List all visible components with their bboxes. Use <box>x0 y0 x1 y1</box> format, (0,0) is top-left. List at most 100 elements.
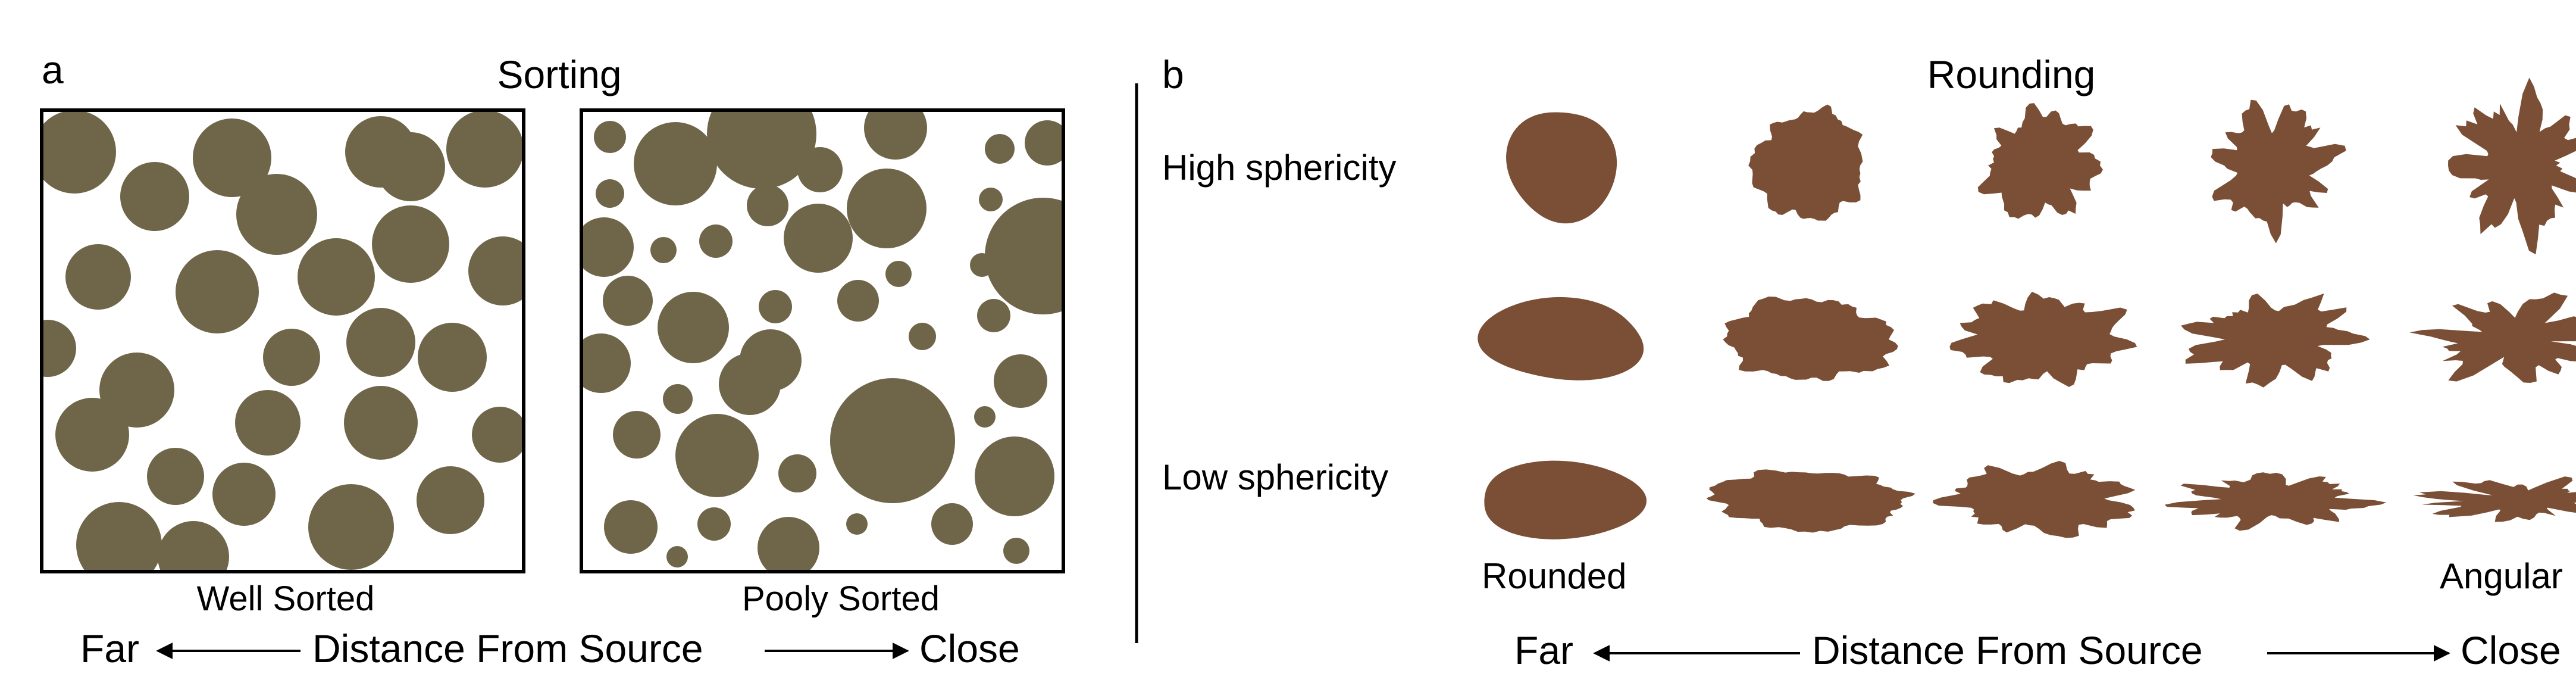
well-sorted-grain <box>417 466 484 534</box>
sorting-title: Sorting <box>497 52 621 96</box>
particle-row2-col5 <box>2409 292 2576 383</box>
well-sorted-grain <box>212 463 276 526</box>
well-sorted-grain <box>376 132 445 201</box>
panel-a: a Sorting Well Sorted Pooly Sorted Far D… <box>40 48 1065 670</box>
particle-row3-col2 <box>1706 469 1915 533</box>
well-sorted-grain <box>236 174 317 255</box>
poorly-sorted-grain <box>797 147 843 192</box>
well-sorted-grain <box>65 244 131 310</box>
particle-row3-col1 <box>1484 460 1647 539</box>
well-sorted-grain <box>446 110 524 188</box>
well-sorted-grain <box>308 484 394 570</box>
poorly-sorted-grain <box>975 436 1054 516</box>
poorly-sorted-grain <box>830 378 955 503</box>
angular-label: Angular <box>2440 556 2563 596</box>
poorly-sorted-grain <box>909 323 936 350</box>
poorly-sorted-grain <box>707 110 816 189</box>
well-sorted-grain <box>158 521 229 572</box>
well-sorted-grain <box>42 110 116 194</box>
poorly-sorted-grain <box>604 500 658 554</box>
rounded-label: Rounded <box>1482 556 1627 596</box>
well-sorted-grain <box>76 502 162 572</box>
well-sorted-grain <box>372 205 449 283</box>
particle-row1-col3 <box>1977 103 2103 219</box>
poorly-sorted-grain <box>837 280 879 322</box>
well-sorted-grain <box>346 308 415 377</box>
poorly-sorted-grain <box>747 185 788 226</box>
poorly-sorted-grain <box>675 414 759 497</box>
poorly-sorted-grain <box>847 169 927 248</box>
poorly-sorted-grain <box>977 299 1010 332</box>
well-sorted-grain <box>472 407 524 463</box>
poorly-sorted-grain <box>778 454 816 492</box>
distance-label-b: Distance From Source <box>1812 628 2203 672</box>
well-sorted-label: Well Sorted <box>197 579 375 618</box>
distance-axis-b: Far Distance From Source Close <box>1514 628 2561 672</box>
poorly-sorted-grain <box>596 179 624 208</box>
poorly-sorted-grain <box>759 290 792 323</box>
poorly-sorted-grain <box>581 217 634 277</box>
panel-b-letter: b <box>1162 52 1184 96</box>
well-sorted-grain <box>55 398 129 472</box>
well-sorted-grain <box>418 323 487 392</box>
poorly-sorted-grain <box>697 507 731 541</box>
well-sorted-grain <box>176 250 259 333</box>
particle-row2-col1 <box>1478 297 1644 381</box>
well-sorted-grain <box>263 329 320 386</box>
particle-grid <box>1478 77 2576 539</box>
close-label-a: Close <box>919 626 1020 670</box>
low-sphericity-label: Low sphericity <box>1162 457 1388 497</box>
well-sorted-grain <box>298 238 375 316</box>
poorly-sorted-grain <box>864 110 927 160</box>
panel-a-letter: a <box>42 48 64 92</box>
poorly-sorted-box <box>580 108 1065 573</box>
poorly-sorted-grain <box>994 354 1047 408</box>
particle-row3-col4 <box>2164 472 2387 531</box>
poorly-sorted-grain <box>1025 120 1063 166</box>
particle-row2-col4 <box>2181 293 2370 388</box>
poorly-sorted-grain <box>666 546 688 567</box>
rounding-title: Rounding <box>1927 52 2096 96</box>
poorly-sorted-grain <box>974 406 996 428</box>
particle-row1-col5 <box>2448 77 2576 255</box>
poorly-sorted-grain <box>1003 538 1029 564</box>
poorly-sorted-grain <box>758 517 819 572</box>
poorly-sorted-grain <box>581 333 631 393</box>
distance-label-a: Distance From Source <box>312 626 703 670</box>
poorly-sorted-grain <box>663 384 693 414</box>
poorly-sorted-grain <box>650 237 677 263</box>
particle-row1-col1 <box>1506 112 1617 224</box>
poorly-sorted-grain <box>603 276 653 326</box>
particle-row1-col2 <box>1748 104 1863 221</box>
well-sorted-grain <box>344 386 418 460</box>
poorly-sorted-grain <box>931 503 973 545</box>
poorly-sorted-grain <box>784 204 853 273</box>
particle-row2-col3 <box>1949 291 2137 387</box>
poorly-sorted-grain <box>970 253 994 277</box>
poorly-sorted-grain <box>719 353 781 415</box>
close-label-b: Close <box>2461 628 2561 672</box>
particle-row3-col3 <box>1933 461 2136 538</box>
particle-row2-col2 <box>1723 297 1898 381</box>
particle-row3-col5 <box>2413 476 2576 522</box>
distance-axis-a: Far Distance From Source Close <box>80 626 1020 670</box>
poorly-sorted-grain <box>985 198 1063 314</box>
panel-b: b Rounding High sphericity Low sphericit… <box>1162 52 2576 672</box>
well-sorted-grain <box>42 320 76 377</box>
poorly-sorted-grain <box>699 224 733 258</box>
well-sorted-box <box>40 108 525 573</box>
far-label-a: Far <box>80 626 139 670</box>
well-sorted-grain <box>235 390 301 456</box>
poorly-sorted-grain <box>885 261 912 287</box>
well-sorted-grain <box>120 162 189 231</box>
poorly-sorted-grain <box>613 411 661 459</box>
poorly-sorted-grain <box>985 134 1015 164</box>
poorly-sorted-grain <box>658 292 729 363</box>
poorly-sorted-grain <box>979 188 1003 211</box>
high-sphericity-label: High sphericity <box>1162 148 1397 188</box>
well-sorted-grain <box>468 236 524 305</box>
well-sorted-grain <box>193 118 271 197</box>
far-label-b: Far <box>1514 628 1573 672</box>
well-sorted-grain <box>147 448 204 505</box>
